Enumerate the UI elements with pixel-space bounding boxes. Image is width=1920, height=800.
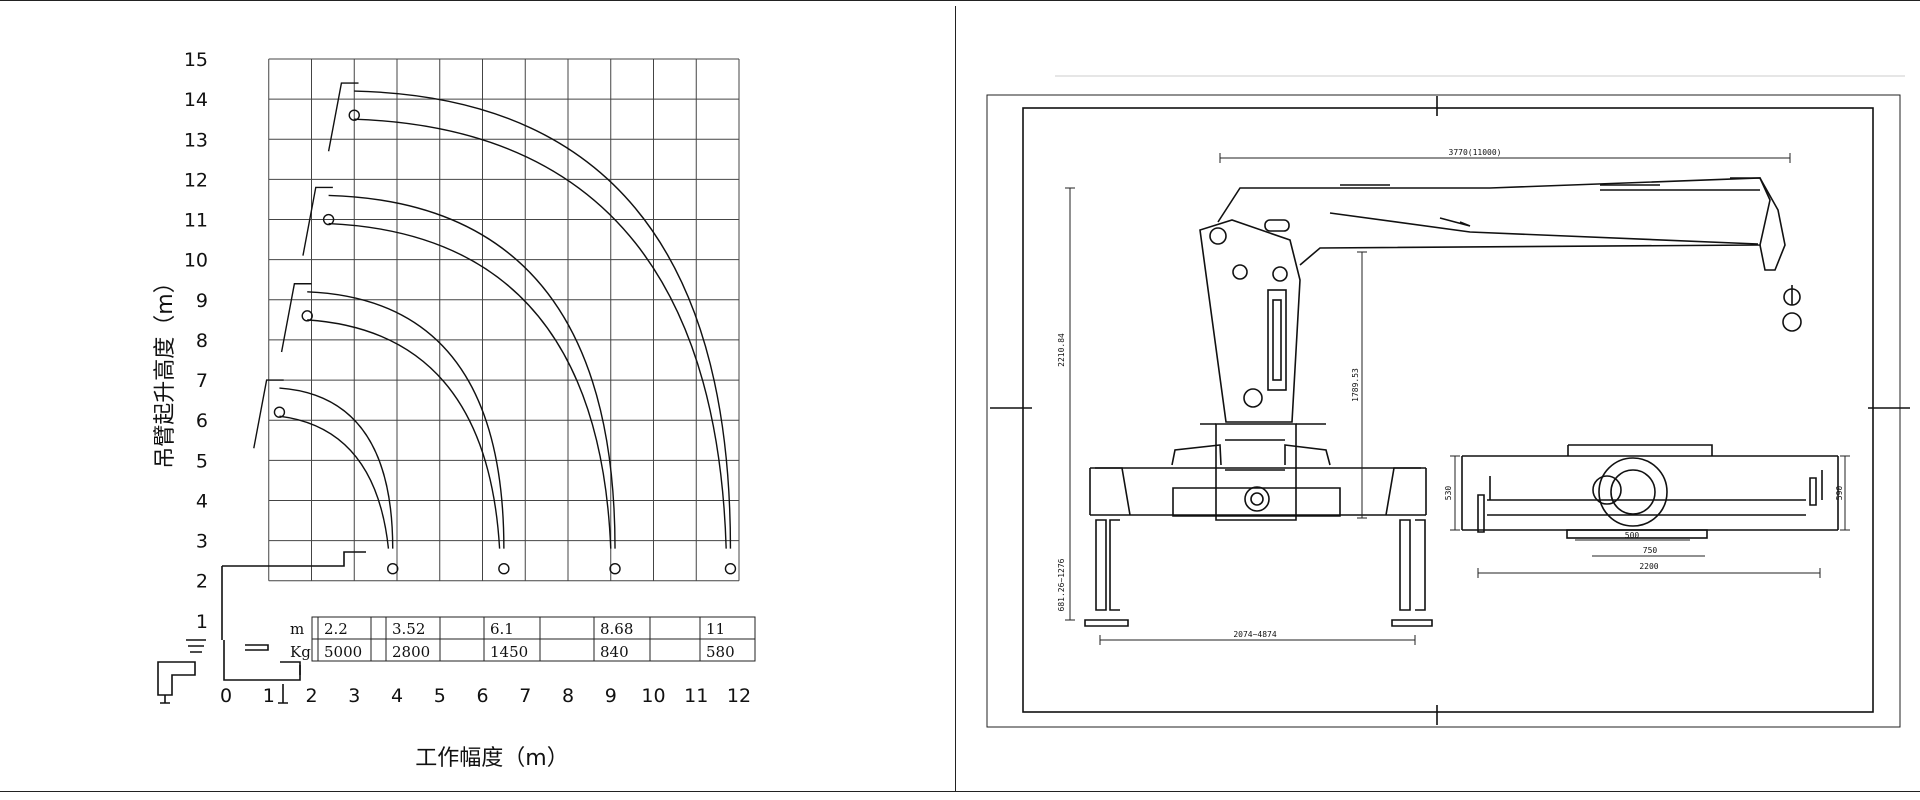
page-divider	[955, 6, 956, 792]
hook-icon	[322, 213, 335, 226]
hook-icon	[301, 310, 313, 322]
plan-dimension-lines	[1450, 455, 1850, 578]
y-tick-label: 10	[184, 250, 208, 272]
x-tick-label: 9	[605, 685, 617, 707]
table-cell-radius: 2.2	[324, 620, 348, 638]
table-cell-capacity: 840	[600, 643, 629, 661]
boom-tip-sketch	[280, 283, 312, 353]
dim-plan-530: 530	[1444, 486, 1453, 501]
crane-base-outriggers	[1084, 444, 1433, 627]
frame-centre-marks	[990, 96, 1910, 725]
hook-icon	[609, 562, 621, 575]
page-top-rule	[0, 0, 1920, 1]
boom-arc-outer	[307, 291, 505, 549]
x-axis-title: 工作幅度（m）	[415, 746, 568, 771]
hook-icon	[387, 562, 399, 575]
y-axis-title: 吊臂起升高度（m）	[153, 271, 178, 468]
dim-mast-height: 1789.53	[1351, 368, 1360, 402]
x-tick-label: 6	[476, 685, 488, 707]
table-cell-radius: 3.52	[392, 620, 425, 638]
boom-working-arcs	[253, 82, 737, 575]
capacity-table: m Kg 2.2 5000 3.52 2800 6.1 1450 8.68 840 11 580	[290, 616, 756, 662]
x-tick-label: 1	[263, 685, 275, 707]
dim-plan-500: 500	[1625, 531, 1640, 540]
hook-icon	[498, 562, 510, 575]
table-cell-radius: 8.68	[600, 620, 633, 638]
y-tick-label: 13	[184, 129, 208, 151]
dim-plan-2200: 2200	[1639, 562, 1658, 571]
y-tick-label: 14	[184, 89, 208, 111]
x-tick-label: 2	[305, 685, 317, 707]
x-tick-label: 0	[220, 685, 232, 707]
x-tick-label: 10	[641, 685, 665, 707]
boom-arc-outer	[279, 387, 394, 549]
crane-mast	[1199, 219, 1326, 521]
y-tick-label: 3	[196, 531, 208, 553]
x-tick-label: 4	[391, 685, 403, 707]
table-row-label-kg: Kg	[290, 643, 311, 661]
boom-arc-outer	[328, 194, 616, 549]
x-tick-label: 3	[348, 685, 360, 707]
y-tick-label: 12	[184, 169, 208, 191]
table-cell-capacity: 580	[706, 643, 735, 661]
drawing-inner-frame	[1022, 107, 1874, 713]
base-plan-view	[1461, 444, 1839, 539]
dimension-lines	[1065, 153, 1791, 645]
table-row-label-m: m	[290, 620, 304, 638]
y-tick-label: 1	[196, 611, 208, 633]
y-tick-label: 7	[196, 370, 208, 392]
x-tick-label: 11	[684, 685, 708, 707]
table-cell-capacity: 2800	[392, 643, 430, 661]
table-cell-radius: 6.1	[490, 620, 514, 638]
boom-arc-outer	[354, 90, 732, 549]
truck-base-sketch	[157, 551, 366, 704]
x-tick-label: 7	[519, 685, 531, 707]
boom-arc-inner	[279, 415, 390, 549]
dim-boom-length: 3770(11000)	[1449, 148, 1502, 157]
crane-drawing: 3770(11000) 2210.84 1789.53 681.26~1276 …	[986, 75, 1910, 728]
table-cell-capacity: 5000	[324, 643, 362, 661]
drawing-outer-frame	[986, 94, 1901, 728]
x-tick-label: 5	[434, 685, 446, 707]
dim-plan-590: 590	[1835, 486, 1844, 501]
x-tick-label: 12	[727, 685, 751, 707]
x-tick-label: 8	[562, 685, 574, 707]
boom-arc-inner	[307, 319, 501, 549]
y-tick-label: 6	[196, 410, 208, 432]
table-cell-capacity: 1450	[490, 643, 528, 661]
dim-total-height: 2210.84	[1057, 333, 1066, 367]
y-tick-label: 8	[196, 330, 208, 352]
boom-tip-sketch	[327, 82, 359, 152]
boom-tip-sketch	[302, 186, 333, 256]
y-tick-label: 4	[196, 490, 208, 512]
dim-outrigger-span: 2074~4874	[1233, 630, 1277, 639]
y-tick-label: 11	[184, 210, 208, 232]
table-cell-radius: 11	[706, 620, 725, 638]
hook-icon	[724, 562, 737, 575]
hook-icon	[348, 109, 360, 121]
dim-plan-750: 750	[1643, 546, 1658, 555]
dim-outrigger-height: 681.26~1276	[1057, 558, 1066, 611]
page-bottom-rule	[0, 791, 1920, 792]
crane-boom	[1217, 177, 1802, 332]
y-tick-label: 2	[196, 571, 208, 593]
boom-tip-sketch	[253, 379, 284, 449]
boom-arc-inner	[328, 222, 612, 549]
hook-icon	[273, 406, 286, 418]
y-tick-label: 15	[184, 49, 208, 71]
y-tick-label: 9	[196, 290, 208, 312]
boom-arc-inner	[354, 118, 727, 549]
chart-grid	[268, 58, 740, 582]
y-tick-label: 5	[196, 450, 208, 472]
